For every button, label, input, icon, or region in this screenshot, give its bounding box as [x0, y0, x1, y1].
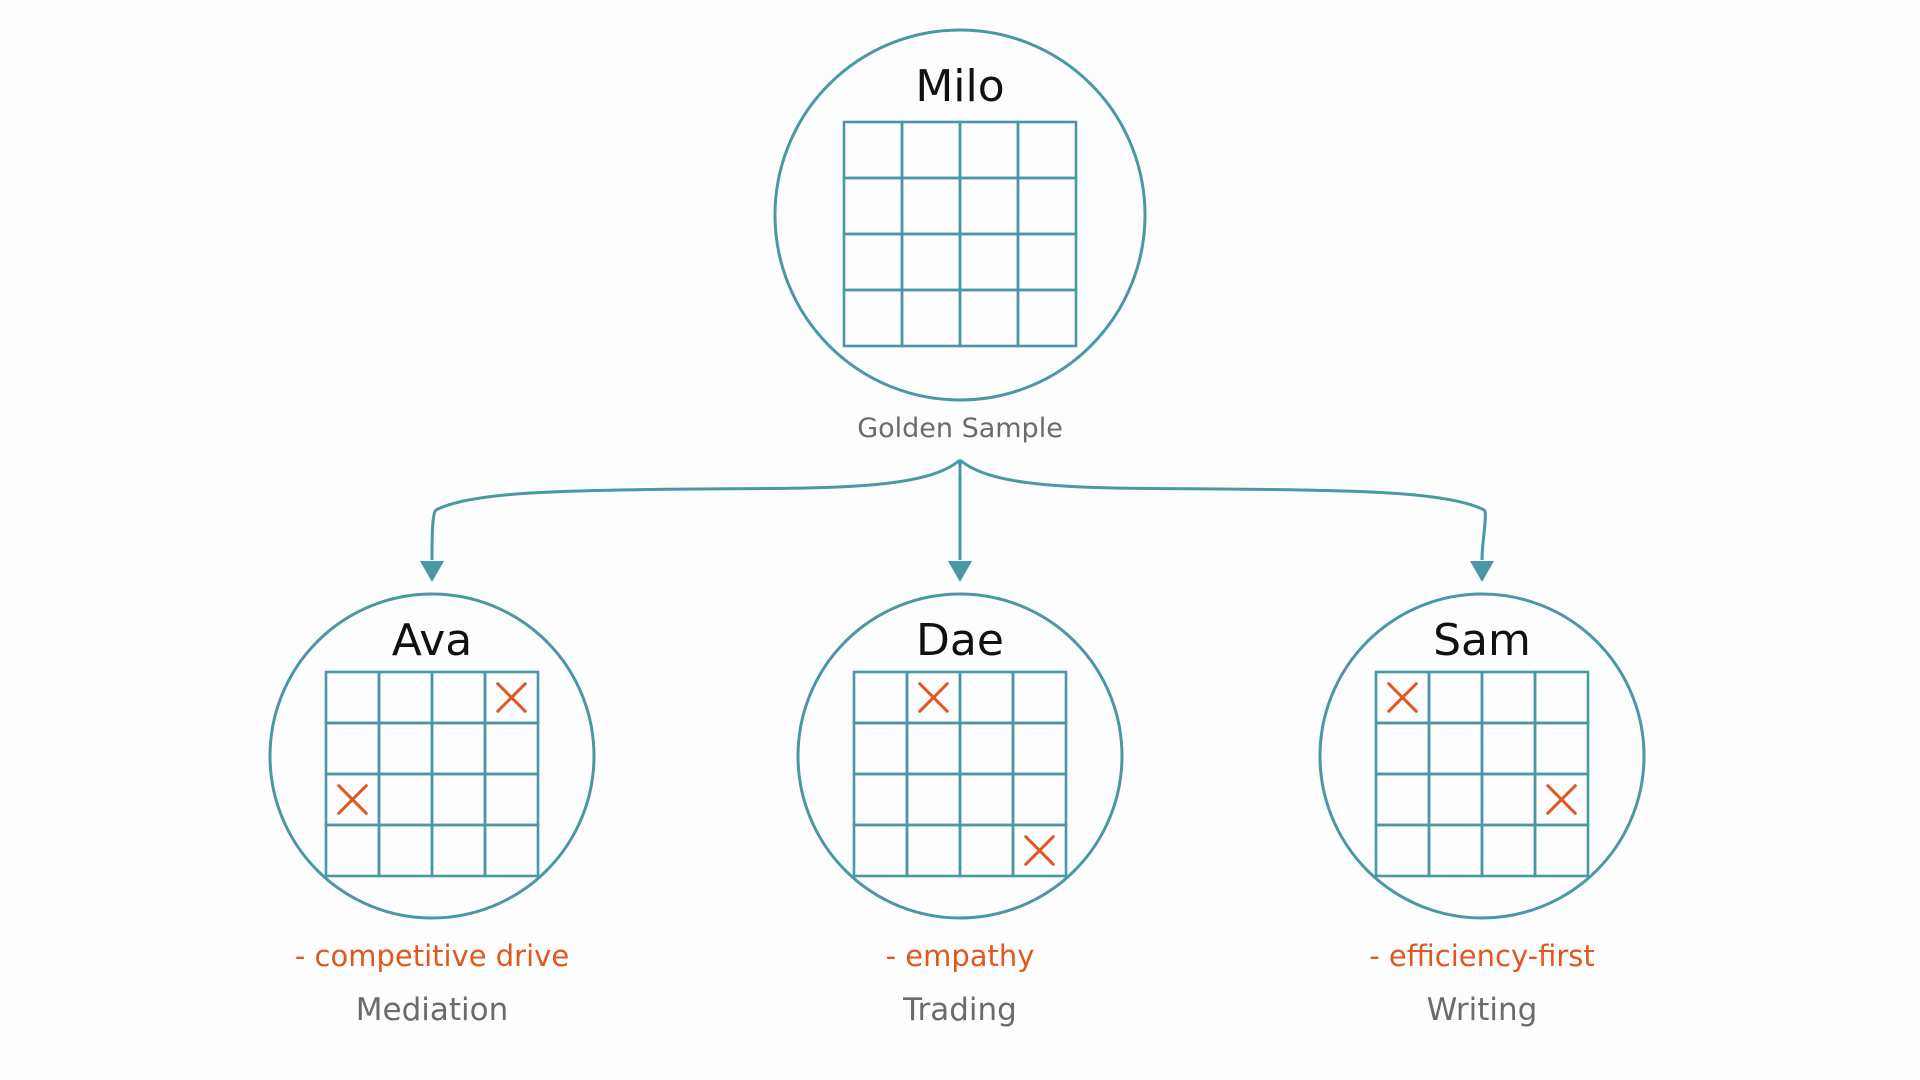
sam-grid-cell [1427, 721, 1484, 776]
root-grid-cell [842, 232, 904, 292]
dae-grid-cell [1011, 772, 1068, 827]
root-grid-cell [842, 176, 904, 236]
ava-name: Ava [392, 615, 473, 666]
root-ring [773, 28, 1147, 402]
sam-trait-removed: - efficiency-first [1369, 939, 1595, 973]
connectors [420, 458, 1494, 582]
dae-grid-cell [1011, 823, 1068, 878]
root-grid-cell [958, 288, 1020, 348]
dae-grid-cell [852, 721, 909, 776]
dae-grid-cell [958, 721, 1015, 776]
root-grid-cell [900, 232, 962, 292]
sam-name: Sam [1433, 615, 1531, 666]
arrowhead-sam [1470, 561, 1494, 582]
sam-grid-cell [1533, 823, 1590, 878]
child-node-sam: Sam - efficiency-first Writing [1318, 592, 1646, 1028]
root-grid-cell [1016, 120, 1078, 180]
arrowhead-ava [420, 561, 444, 582]
ava-grid-cell [483, 721, 540, 776]
root-grid-cell [900, 120, 962, 180]
root-grid-cell [958, 232, 1020, 292]
root-caption: Golden Sample [857, 413, 1063, 444]
x-mark-icon [1024, 835, 1055, 866]
arrowhead-dae [948, 561, 972, 582]
root-grid-cell [900, 288, 962, 348]
sam-trait-grid [1374, 670, 1590, 878]
ava-trait-grid [324, 670, 540, 878]
dae-grid-cell [1011, 670, 1068, 725]
sam-domain-label: Writing [1427, 992, 1538, 1028]
ava-grid-cell [377, 721, 434, 776]
root-grid-cell [1016, 176, 1078, 236]
dae-domain-label: Trading [902, 992, 1017, 1028]
dae-grid-cell [1011, 721, 1068, 776]
root-grid-cell [1016, 232, 1078, 292]
root-grid-cell [958, 120, 1020, 180]
ava-grid-cell [377, 823, 434, 878]
x-mark-icon [1546, 784, 1577, 815]
x-mark-icon [1387, 682, 1418, 713]
dae-trait-grid [852, 670, 1068, 878]
x-mark-icon [918, 682, 949, 713]
dae-grid-cell [852, 823, 909, 878]
dae-name: Dae [916, 615, 1004, 666]
ava-grid-cell [324, 823, 381, 878]
sam-grid-cell [1427, 823, 1484, 878]
ava-grid-cell [377, 772, 434, 827]
sam-grid-cell [1427, 670, 1484, 725]
ava-grid-cell [483, 823, 540, 878]
root-grid-cell [900, 176, 962, 236]
child-node-dae: Dae - empathy Trading [796, 592, 1124, 1028]
root-grid-cell [842, 288, 904, 348]
ava-trait-removed: - competitive drive [295, 939, 569, 973]
root-grid-cell [958, 176, 1020, 236]
ava-grid-cell [483, 772, 540, 827]
ava-grid-cell [430, 670, 487, 725]
x-mark-icon [337, 784, 368, 815]
ava-domain-label: Mediation [356, 992, 509, 1028]
connector-to-sam [959, 458, 1487, 561]
dae-grid-cell [958, 670, 1015, 725]
ava-grid-cell [430, 721, 487, 776]
sam-grid-cell [1374, 823, 1431, 878]
root-grid-cell [842, 120, 904, 180]
root-name: Milo [915, 61, 1004, 112]
dae-grid-cell [852, 772, 909, 827]
dae-trait-removed: - empathy [886, 939, 1035, 973]
child-node-ava: Ava - competitive drive Mediation [268, 592, 596, 1028]
ava-grid-cell [430, 823, 487, 878]
ava-grid-cell [324, 721, 381, 776]
dae-grid-cell [905, 823, 962, 878]
ava-grid-cell [377, 670, 434, 725]
sam-grid-cell [1427, 772, 1484, 827]
sam-grid-cell [1480, 823, 1537, 878]
connector-to-ava [430, 458, 961, 561]
dae-ring [796, 592, 1124, 920]
x-mark-icon [496, 682, 527, 713]
root-trait-grid [842, 120, 1078, 348]
sam-grid-cell [1533, 721, 1590, 776]
dae-grid-cell [958, 772, 1015, 827]
sam-grid-cell [1374, 772, 1431, 827]
root-grid-cell [1016, 288, 1078, 348]
ava-ring [268, 592, 596, 920]
dae-grid-cell [852, 670, 909, 725]
sam-grid-cell [1533, 670, 1590, 725]
dae-grid-cell [958, 823, 1015, 878]
root-node: Milo Golden Sample [773, 28, 1147, 444]
sam-grid-cell [1480, 670, 1537, 725]
dae-grid-cell [905, 772, 962, 827]
sam-grid-cell [1374, 721, 1431, 776]
ava-grid-cell [430, 772, 487, 827]
ava-grid-cell [324, 670, 381, 725]
sam-grid-cell [1480, 721, 1537, 776]
sam-ring [1318, 592, 1646, 920]
dae-grid-cell [905, 721, 962, 776]
sam-grid-cell [1480, 772, 1537, 827]
